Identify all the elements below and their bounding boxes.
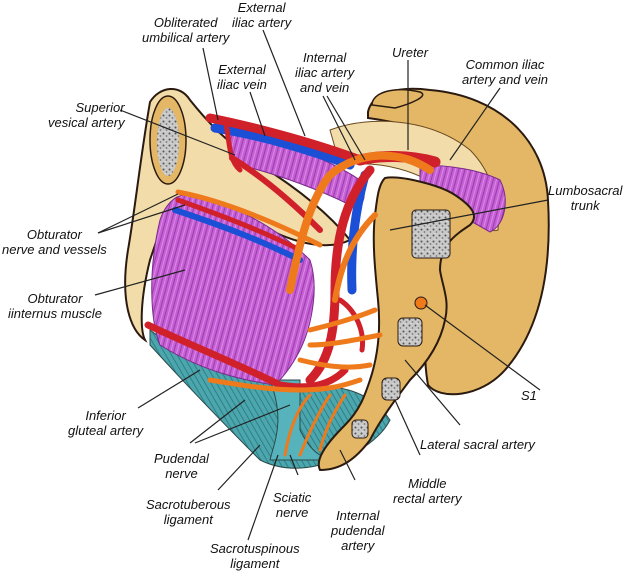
obturator-vein [172,207,303,263]
superior-vesical-artery [222,117,243,173]
label-line: gluteal artery [68,423,144,438]
label-lumbosacral-trunk: Lumbosacral trunk [548,183,622,213]
label-line: Pudendal [154,451,209,466]
label-line: Inferior [85,408,126,423]
label-line: Lateral sacral artery [420,437,535,452]
lumbosacral-trunk [332,212,378,303]
label-line: iliac artery [232,15,292,30]
label-line: iinternus muscle [8,306,102,321]
middle-rectal-artery [337,297,366,353]
label-line: nerve [165,466,198,481]
s1-foramen [414,296,428,310]
label-line: artery and vein [462,72,548,87]
label-line: External [237,0,286,15]
label-middle-rectal-artery: Middle rectal artery [393,476,462,506]
label-line: nerve [275,505,309,520]
label-line: and vein [300,80,350,95]
label-line: Internal [336,508,380,523]
label-line: rectal artery [393,491,462,506]
label-line: umbilical artery [142,30,230,45]
leader-lines [94,29,549,541]
label-external-iliac-vein: External iliac vein [217,62,267,92]
label-line: Obturator [26,227,82,242]
label-internal-pudendal-artery: Internal pudendal artery [331,508,385,553]
label-line: iliac artery [295,65,355,80]
label-line: Obliterated [153,15,218,30]
label-line: nerve and vessels [2,242,107,257]
label-internal-iliac-artery-vein: Internal iliac artery and vein [295,50,354,95]
label-external-iliac-artery: External iliac artery [232,0,291,30]
obturator-nerve [175,189,323,248]
label-line: Common iliac [465,57,545,72]
label-sciatic-nerve: Sciatic nerve [273,490,311,520]
external-iliac-vein [210,123,355,170]
label-obliterated-umbilical-artery: Obliterated umbilical artery [142,15,229,45]
iliac-crest [371,88,424,109]
label-line: artery [341,538,375,553]
inferior-gluteal-artery [144,321,349,391]
label-inferior-gluteal-artery: Inferior gluteal artery [68,408,143,438]
label-line: Obturator [27,291,83,306]
label-line: Lumbosacral [548,183,623,198]
label-line: S1 [521,388,537,403]
obturator-artery [175,197,303,253]
label-common-iliac: Common iliac artery and vein [462,57,548,87]
label-obturator-nerve-vessels: Obturator nerve and vessels [2,227,107,257]
label-line: Internal [302,50,347,65]
label-line: pudendal [331,523,385,538]
label-sacrotuberous-ligament: Sacrotuberous ligament [146,497,231,527]
label-line: Sacrotuspinous [210,541,300,556]
label-line: Sciatic [273,490,312,505]
label-lateral-sacral-artery: Lateral sacral artery [420,437,535,452]
label-line: Superior [75,100,125,115]
ureter [286,151,434,294]
sacral-plexus [297,307,383,370]
label-sacrospinous-ligament: Sacrotuspinous ligament [210,541,300,571]
label-pudendal-nerve: Pudendal nerve [154,451,209,481]
label-line: Sacrotuberous [146,497,231,512]
label-s1: S1 [521,388,537,403]
label-obturator-internus-muscle: Obturator iinternus muscle [8,291,102,321]
label-superior-vesical-artery: Superior vesical artery [48,100,125,130]
label-ureter: Ureter [392,45,428,60]
label-line: trunk [570,198,600,213]
label-line: Middle [408,476,447,491]
label-line: Ureter [392,45,429,60]
label-line: External [218,62,266,77]
label-line: ligament [230,556,280,571]
sciatic-nerve [283,393,347,457]
iliac-wing-inner [329,120,499,232]
pudendal-nerve [207,377,363,393]
label-line: ligament [163,512,213,527]
label-line: iliac vein [217,77,267,92]
label-line: vesical artery [48,115,125,130]
